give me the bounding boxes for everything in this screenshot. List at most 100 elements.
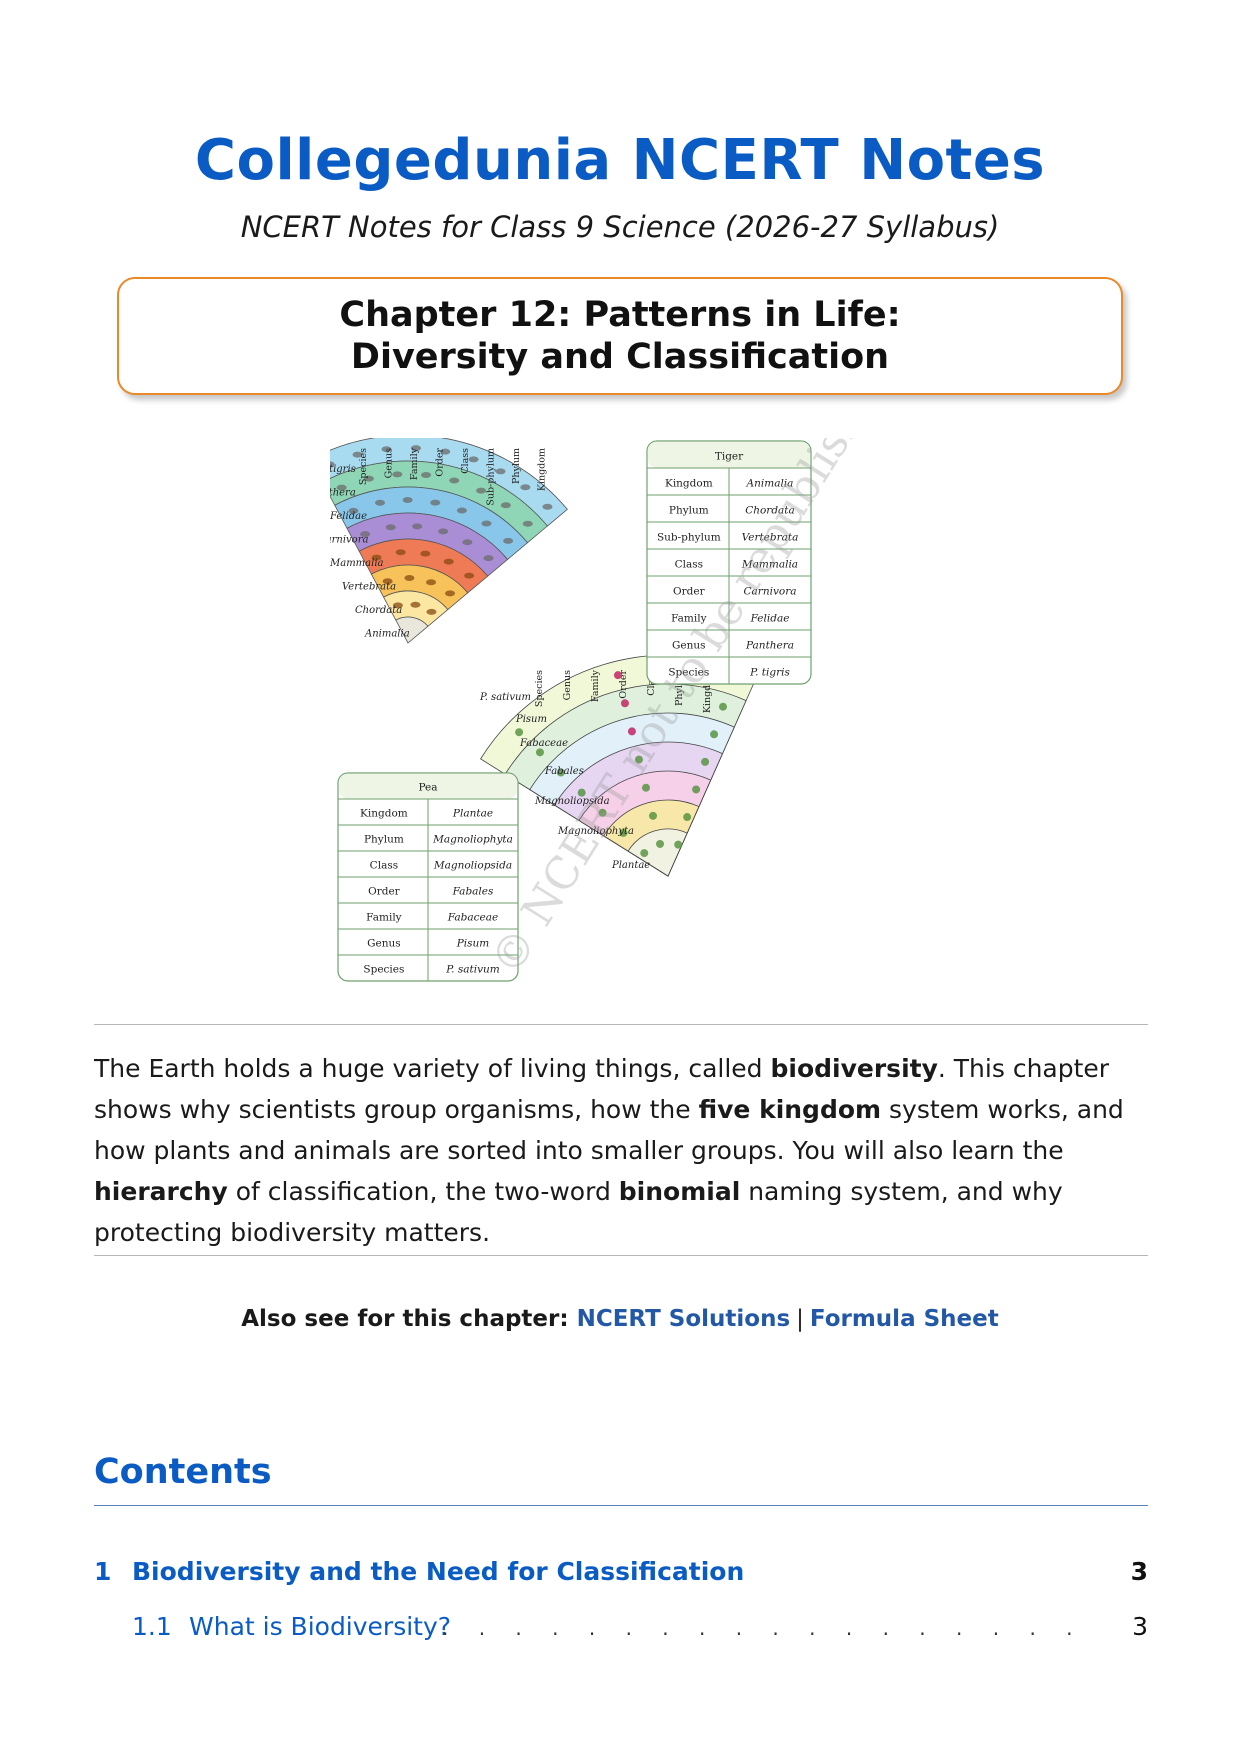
page-subtitle: NCERT Notes for Class 9 Science (2026-27… <box>240 210 1000 244</box>
animal-illustration-icon <box>464 572 475 579</box>
animal-illustration-icon <box>430 499 441 506</box>
toc-entry-title[interactable]: What is Biodiversity? <box>189 1612 452 1641</box>
animal-illustration-icon <box>410 445 421 452</box>
table-rank: Class <box>675 558 703 570</box>
animal-illustration-icon <box>462 539 473 546</box>
plant-fan-header: Species <box>534 670 545 707</box>
plant-fan-label: Fabaceae <box>519 738 568 749</box>
animal-illustration-icon <box>426 579 437 586</box>
animal-illustration-icon <box>381 446 392 453</box>
animal-illustration-icon <box>426 608 437 615</box>
table-rank: Sub-phylum <box>657 531 721 543</box>
animal-illustration-icon <box>371 554 382 561</box>
plant-illustration-icon <box>634 755 643 764</box>
table-rank: Family <box>366 912 402 924</box>
plant-illustration-icon <box>683 813 692 822</box>
table-header-bg <box>338 773 518 799</box>
animal-illustration-icon <box>520 484 531 491</box>
intro-bold-five-kingdom: five kingdom <box>698 1095 882 1124</box>
animal-fan-header: Kingdom <box>537 448 548 491</box>
toc-entry-title[interactable]: Biodiversity and the Need for Classifica… <box>132 1557 745 1586</box>
plant-fan-label: P. sativum <box>479 692 531 703</box>
divider-bottom <box>94 1255 1148 1256</box>
plant-illustration-icon <box>535 748 544 757</box>
toc-entry-page: 3 <box>1130 1557 1148 1586</box>
table-rank: Kingdom <box>360 808 408 820</box>
animal-illustration-icon <box>363 475 374 482</box>
animal-fan-header: Order <box>435 448 446 477</box>
page-title: Collegedunia NCERT Notes <box>194 128 1046 193</box>
animal-illustration-icon <box>421 471 432 478</box>
table-taxon: Plantae <box>452 808 493 820</box>
animal-fan-band-1 <box>395 616 429 644</box>
animal-illustration-icon <box>449 477 460 484</box>
chapter-title-box: Chapter 12: Patterns in Life: Diversity … <box>117 277 1123 395</box>
animal-illustration-icon <box>495 468 506 475</box>
intro-bold-binomial: binomial <box>618 1177 741 1206</box>
plant-illustration-icon <box>641 783 650 792</box>
plant-fan-label: Magnoliophyta <box>557 826 634 837</box>
animal-illustration-icon <box>395 549 406 556</box>
table-rank: Class <box>370 860 398 872</box>
plant-illustration-icon <box>619 828 628 837</box>
table-taxon: Felidae <box>750 612 790 624</box>
animal-illustration-icon <box>402 497 413 504</box>
toc-entry-number: 1 <box>94 1557 112 1586</box>
plant-fan-header: Genus <box>562 670 573 700</box>
table-taxon: Pisum <box>456 938 490 950</box>
table-taxon: P. tigris <box>749 666 790 678</box>
table-taxon: Fabales <box>452 886 494 898</box>
animal-fan-label: Animalia <box>364 629 410 640</box>
table-rank: Order <box>368 886 401 898</box>
table-taxon: Fabaceae <box>447 912 498 924</box>
table-taxon: Animalia <box>746 477 794 489</box>
plant-illustration-icon <box>674 840 683 849</box>
plant-fan-label: Magnoliopsida <box>534 796 610 807</box>
table-rank: Kingdom <box>665 477 713 489</box>
table-rank: Order <box>673 585 706 597</box>
animal-illustration-icon <box>522 520 533 527</box>
table-rank: Phylum <box>364 834 404 846</box>
animal-fan-label: Carnivora <box>330 535 368 546</box>
animal-illustration-icon <box>476 487 487 494</box>
animal-illustration-icon <box>500 502 511 509</box>
table-rank: Family <box>671 612 707 624</box>
contents-divider <box>94 1505 1148 1506</box>
also-see-line: Also see for this chapter: NCERT Solutio… <box>0 1306 1240 1332</box>
animal-illustration-icon <box>385 524 396 531</box>
animal-illustration-icon <box>420 550 431 557</box>
animal-illustration-icon <box>481 520 492 527</box>
table-title: Tiger <box>715 450 744 462</box>
intro-text-4: of classification, the two-word <box>227 1177 619 1206</box>
animal-fan-label: Panthera <box>330 488 356 499</box>
animal-fan-header: Class <box>460 448 471 474</box>
animal-illustration-icon <box>468 456 479 463</box>
animal-fan-label: Vertebrata <box>342 582 396 593</box>
animal-illustration-icon <box>360 531 371 538</box>
formula-sheet-link[interactable]: Formula Sheet <box>809 1306 999 1332</box>
table-taxon: P. sativum <box>445 964 500 976</box>
plant-illustration-icon <box>656 839 665 848</box>
table-title: Pea <box>418 782 437 794</box>
intro-text-3: system works, and how plants and animals… <box>94 1095 1124 1165</box>
animal-illustration-icon <box>382 578 393 585</box>
intro-text-1: The Earth holds a huge variety of living… <box>94 1054 771 1083</box>
chapter-title-line-1: Chapter 12: Patterns in Life: <box>339 295 901 335</box>
intro-bold-biodiversity: biodiversity <box>770 1054 938 1083</box>
plant-illustration-icon <box>719 702 728 711</box>
animal-illustration-icon <box>404 575 415 582</box>
animal-illustration-icon <box>542 503 553 510</box>
animal-fan-header: Family <box>409 447 420 480</box>
plant-fan-header: Family <box>590 669 601 702</box>
table-taxon: Vertebrata <box>742 531 799 543</box>
table-taxon: Magnoliopsida <box>433 860 512 872</box>
table-header-bg <box>647 441 811 468</box>
animal-illustration-icon <box>392 471 403 478</box>
ncert-solutions-link[interactable]: NCERT Solutions <box>576 1306 791 1332</box>
plant-fan-header: Phylum <box>674 670 685 706</box>
table-rank: Genus <box>367 938 401 950</box>
